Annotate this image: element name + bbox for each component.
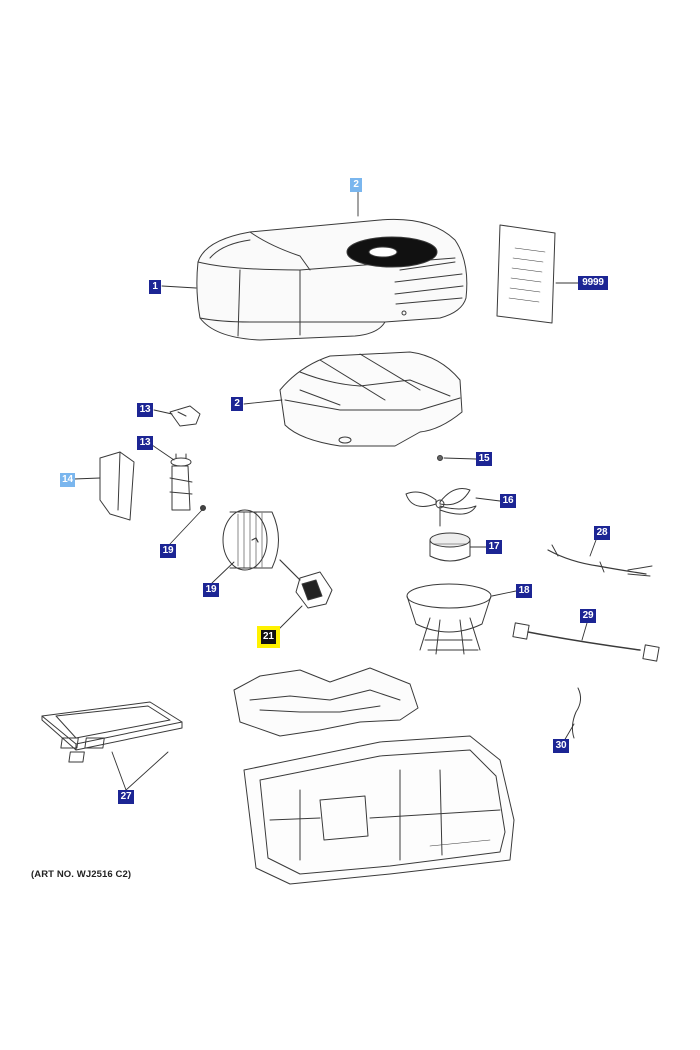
callout-28: 28 — [594, 526, 610, 540]
condenser-fan-part — [405, 488, 477, 527]
callout-14: 14 — [60, 473, 75, 487]
callout-15: 15 — [476, 452, 492, 466]
blower-wheel-part — [222, 509, 279, 571]
callout-21-highlighted: 21 — [257, 626, 280, 648]
callout-30: 30 — [553, 739, 569, 753]
top-cover-part — [196, 218, 468, 341]
callout-18: 18 — [516, 584, 532, 598]
callout-17: 17 — [486, 540, 502, 554]
installation-manual-part — [496, 224, 556, 324]
base-pan-upper-part — [233, 667, 419, 737]
callout-13-capacitor: 13 — [137, 436, 153, 450]
fan-motor-part — [429, 532, 471, 562]
capacitor-part — [169, 453, 193, 511]
fan-shroud-part — [406, 583, 492, 655]
callout-16: 16 — [500, 494, 516, 508]
callout-13-bracket: 13 — [137, 403, 153, 417]
callout-19-screw: 19 — [160, 544, 176, 558]
callout-19-blower: 19 — [203, 583, 219, 597]
base-pan-lower-part — [243, 735, 515, 885]
art-number-caption: (ART NO. WJ2516 C2) — [31, 869, 132, 880]
wire-harness-29-part — [512, 622, 660, 662]
wire-30-part — [571, 687, 582, 739]
gasket-frame-part — [41, 701, 183, 751]
bracket-part — [169, 405, 201, 427]
panel-part — [99, 451, 135, 521]
screw-part — [200, 505, 206, 511]
nut-part — [437, 455, 443, 461]
callout-2-light: 2 — [350, 178, 362, 192]
gasket-pads-part — [60, 737, 105, 763]
callout-2: 2 — [231, 397, 243, 411]
inner-housing-part — [279, 351, 463, 447]
wire-harness-28-part — [547, 544, 653, 577]
callout-9999: 9999 — [578, 276, 608, 290]
callout-29: 29 — [580, 609, 596, 623]
blower-motor-part — [279, 559, 333, 609]
callout-1: 1 — [149, 280, 161, 294]
callout-27: 27 — [118, 790, 134, 804]
callout-21-label: 21 — [261, 630, 276, 644]
